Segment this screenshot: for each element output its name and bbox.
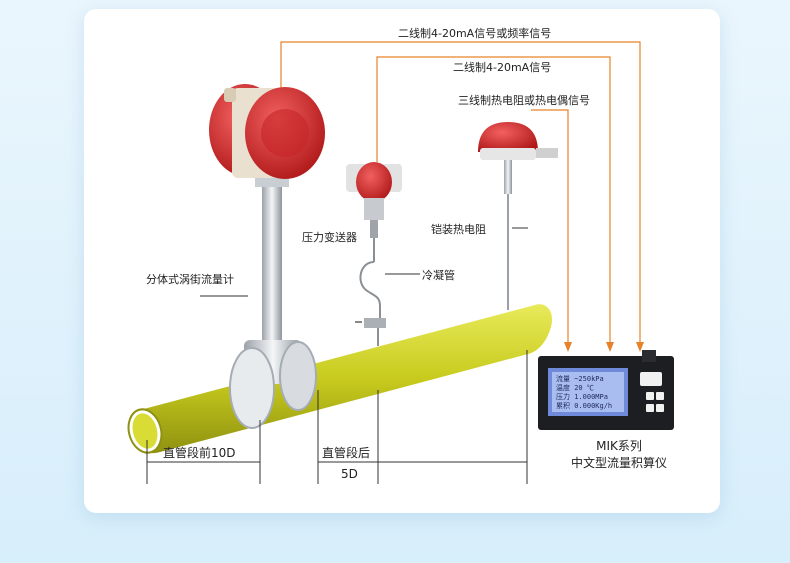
- arrow-down-icon: [606, 342, 614, 352]
- label-condenser-pipe: 冷凝管: [422, 269, 455, 282]
- label-signal-two-wire-frequency: 二线制4-20mA信号或频率信号: [398, 27, 552, 40]
- condenser-coil: [359, 261, 381, 322]
- label-armored-rtd: 铠装热电阻: [431, 223, 486, 236]
- arrow-down-icon: [564, 342, 572, 352]
- label-signal-two-wire: 二线制4-20mA信号: [453, 61, 552, 74]
- signal-arrows: [564, 342, 644, 352]
- armored-rtd: [478, 122, 558, 310]
- label-totalizer-name: 中文型流量积算仪: [570, 456, 667, 470]
- signal-line-temperature: [531, 109, 569, 342]
- label-vortex-flowmeter: 分体式涡街流量计: [146, 273, 234, 286]
- flow-totalizer: [538, 350, 674, 430]
- vortex-flowmeter: [209, 84, 325, 429]
- screen-row-4: 累积 0.000Kg/h: [556, 402, 613, 410]
- screen-row-3: 压力 1.000MPa: [556, 393, 608, 401]
- screen-row-1: 流量 ~250kPa: [556, 375, 604, 383]
- screen-row-2: 温度 20 ℃: [556, 384, 594, 392]
- leader-lines: [146, 227, 528, 484]
- signal-lines: [280, 41, 641, 342]
- label-straight-after-value: 5D: [341, 467, 358, 481]
- label-pressure-transmitter: 压力变送器: [302, 231, 357, 244]
- signal-line-vortex: [280, 41, 641, 342]
- arrow-down-icon: [636, 342, 644, 352]
- pressure-transmitter: [346, 162, 402, 346]
- label-totalizer-series: MIK系列: [596, 439, 642, 453]
- pipe: [127, 304, 553, 454]
- label-straight-before: 直管段前10D: [163, 446, 236, 460]
- signal-line-pressure: [376, 56, 611, 342]
- label-signal-three-wire: 三线制热电阻或热电偶信号: [458, 94, 590, 107]
- label-straight-after: 直管段后: [322, 446, 371, 460]
